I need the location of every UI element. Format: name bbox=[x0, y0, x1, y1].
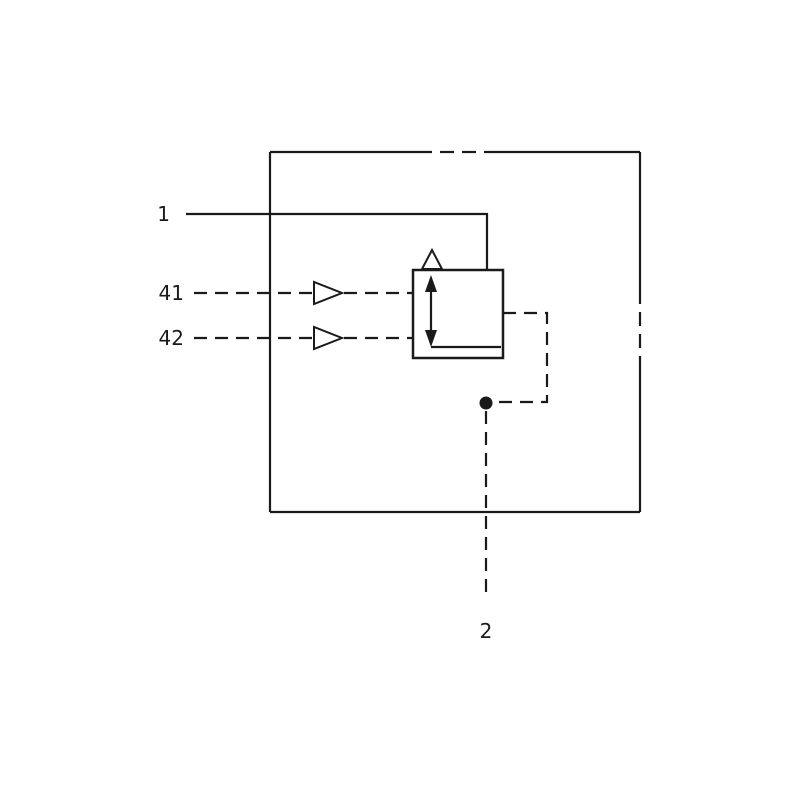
port-41-label: 41 bbox=[159, 281, 184, 305]
enclosure-boundary bbox=[268, 150, 642, 514]
pilot-return-line bbox=[494, 311, 549, 404]
port-1-line-group: 1 bbox=[157, 202, 489, 270]
port-1-label: 1 bbox=[157, 202, 170, 226]
double-arrow-up-head bbox=[425, 275, 437, 292]
port-41-line-group: 41 bbox=[159, 280, 412, 306]
valve-body-group bbox=[411, 247, 505, 360]
double-arrow-icon bbox=[425, 275, 437, 347]
pilot-return-line-group bbox=[479, 311, 549, 410]
port-42-line-group: 42 bbox=[159, 325, 412, 351]
valve-box bbox=[411, 268, 505, 360]
port-1-line bbox=[186, 212, 489, 270]
spring-triangle-icon bbox=[420, 247, 444, 270]
pilot-arrowhead-41-icon bbox=[313, 280, 345, 306]
port-2-line-group: 2 bbox=[480, 411, 493, 643]
port-2-label: 2 bbox=[480, 619, 493, 643]
junction-node-dot bbox=[479, 396, 493, 410]
pilot-arrowhead-42-icon bbox=[313, 325, 345, 351]
port-42-label: 42 bbox=[159, 326, 184, 350]
double-arrow-down-head bbox=[425, 330, 437, 347]
